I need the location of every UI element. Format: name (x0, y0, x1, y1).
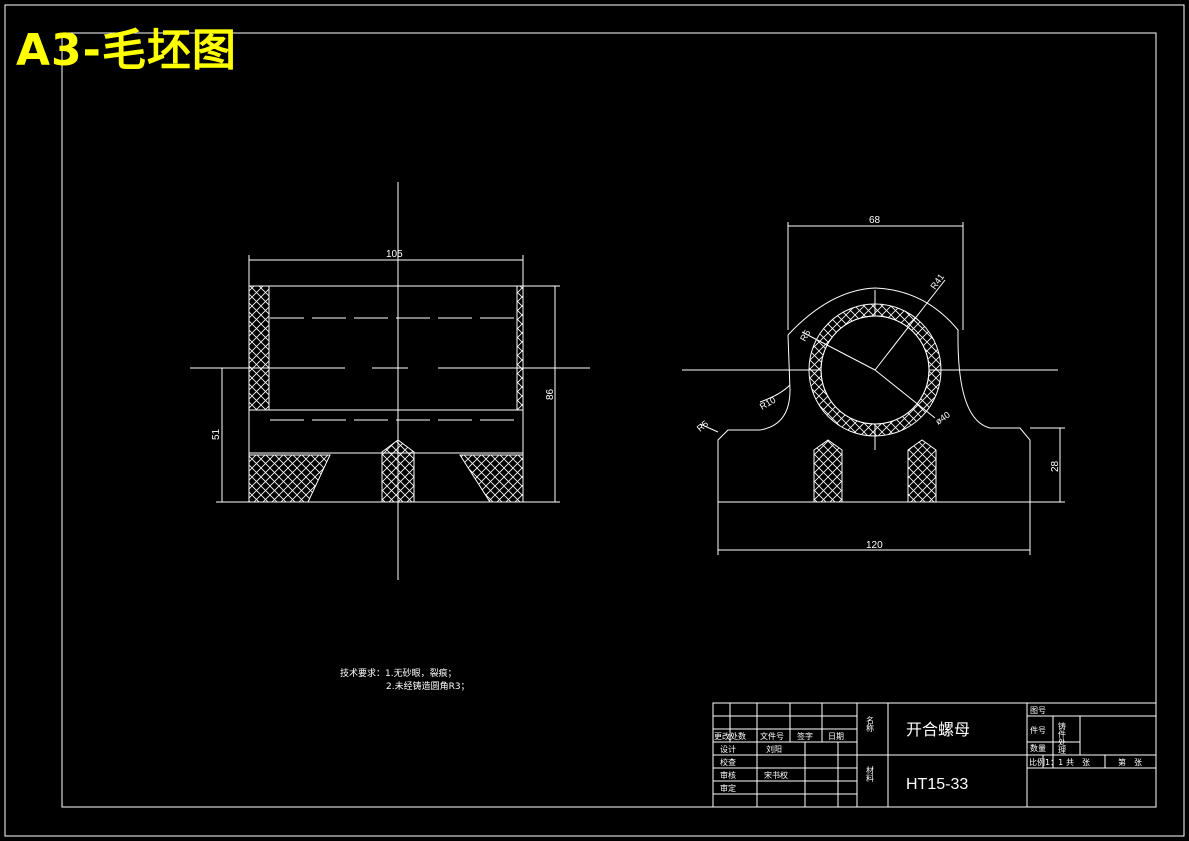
tb-ratio-label: 比例 (1029, 757, 1045, 767)
title-block (712, 702, 1157, 808)
tb-design-label: 设计 (720, 744, 736, 754)
dim-dia-label: ø40 (933, 410, 951, 427)
tb-drawing-no-label: 图号 (1030, 706, 1046, 715)
tb-check-label: 校查 (720, 757, 736, 767)
inner-border (61, 32, 1157, 808)
side-view (682, 222, 1065, 555)
tb-qty-label: 数量 (1030, 743, 1046, 753)
tb-name-label: 名称 (866, 715, 875, 733)
dim-base-height-label: 28 (1050, 460, 1061, 472)
tb-change-label: 更改处数 (714, 731, 746, 741)
tb-side-label: 铸件处理 (1058, 721, 1067, 754)
dim-height-left-label: 51 (211, 428, 222, 440)
front-view (190, 182, 590, 580)
dim-r-fillet-a-label: R5 (695, 418, 710, 433)
tb-review-label: 审核 (720, 770, 736, 780)
tech-note-line1: 技术要求：1.无砂眼，裂痕； (340, 667, 457, 679)
tb-total-label: 共 张 (1066, 758, 1090, 767)
tb-part-no-label: 件号 (1030, 725, 1046, 735)
dim-width-top-label: 68 (869, 215, 881, 226)
tb-reviewer: 宋书权 (764, 770, 788, 780)
tb-ratio-value: 1：1 (1045, 758, 1063, 767)
tb-approve-label: 审定 (720, 783, 736, 793)
tb-doc-no-label: 文件号 (760, 731, 784, 741)
tb-material: HT15-33 (906, 776, 968, 793)
dim-height-right-label: 86 (545, 388, 556, 400)
page-title: A3-毛坯图 (16, 25, 237, 76)
tech-note-line2: 2.未经铸造圆角R3； (386, 680, 470, 692)
tb-designer: 刘阳 (766, 744, 782, 754)
tb-part-name: 开合螺母 (906, 720, 970, 739)
outer-border (4, 4, 1185, 837)
dim-r-fillet-b-label: R10 (758, 395, 777, 412)
dim-base-width-label: 120 (866, 540, 883, 551)
tb-date-label: 日期 (828, 732, 844, 741)
tb-sheet-label: 第 张 (1118, 757, 1142, 767)
dim-length-label: 105 (386, 249, 403, 260)
tb-sign-label: 签字 (797, 731, 813, 741)
dim-r-inner-label: R5 (798, 328, 812, 343)
tb-material-label: 材料 (866, 765, 875, 783)
